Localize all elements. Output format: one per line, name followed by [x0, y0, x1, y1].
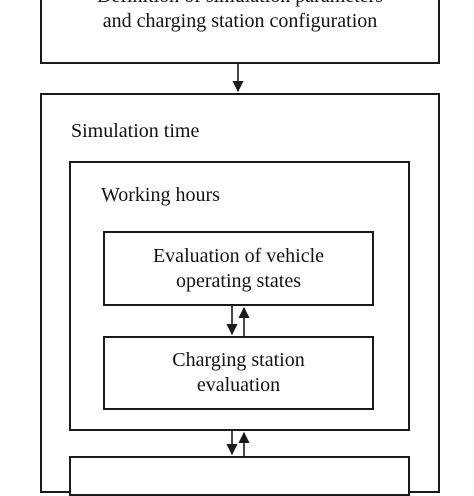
- charging-evaluation-box: Charging station evaluation: [103, 336, 374, 410]
- parameter-definition-box: Definition of simulation parameters and …: [40, 0, 440, 64]
- charging-evaluation-line1: Charging station: [172, 349, 305, 371]
- charging-evaluation-line2: evaluation: [196, 374, 281, 396]
- simulation-time-label: Simulation time: [71, 120, 200, 142]
- working-hours-label: Working hours: [101, 184, 220, 206]
- vehicle-evaluation-box: Evaluation of vehicle operating states: [103, 231, 374, 306]
- vehicle-evaluation-line2: operating states: [176, 269, 301, 292]
- flow-arrows: [226, 64, 250, 456]
- parameter-definition-line2: and charging station configuration: [102, 10, 378, 32]
- parameter-definition-line1: Definition of simulation parameters: [42, 0, 438, 9]
- vehicle-evaluation-line1: Evaluation of vehicle: [152, 244, 325, 267]
